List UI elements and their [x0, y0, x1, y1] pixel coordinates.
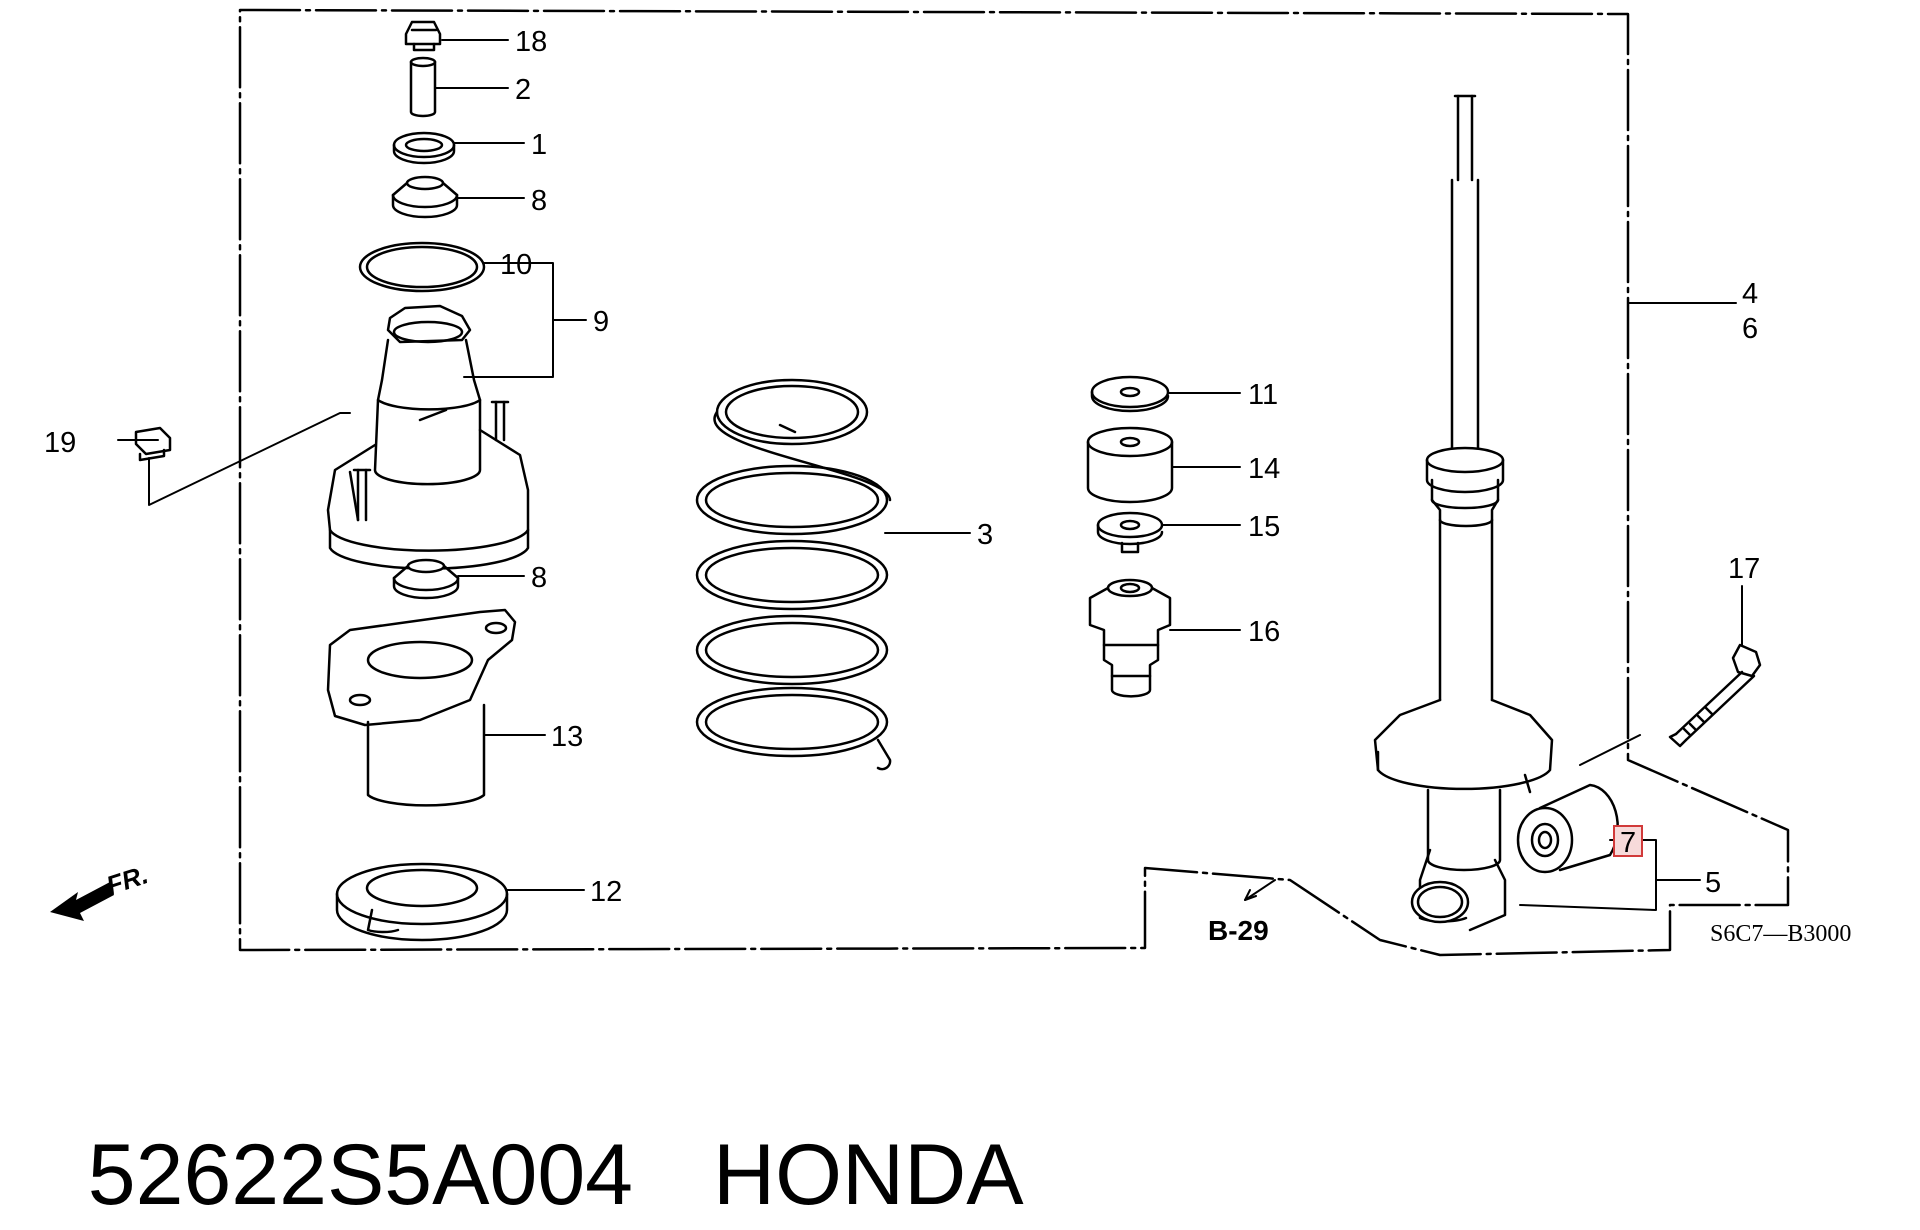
- section-link-b29[interactable]: B-29: [1208, 915, 1269, 946]
- bushing-8-lower: [392, 558, 460, 600]
- callout-16: 16: [1248, 616, 1280, 648]
- callout-5: 5: [1705, 867, 1721, 899]
- callout-19: 19: [44, 427, 76, 459]
- nut-18: [404, 20, 442, 52]
- bushing-5-7: [1516, 783, 1619, 874]
- spring-seat-13: [326, 608, 517, 807]
- upper-mount-9: [326, 304, 530, 570]
- leader-lines: [117, 39, 1743, 911]
- callout-4: 4: [1742, 278, 1758, 310]
- callout-9: 9: [593, 306, 609, 338]
- callout-1: 1: [531, 129, 547, 161]
- bump-stop-16: [1088, 578, 1172, 698]
- callout-6: 6: [1742, 313, 1758, 345]
- nut-19: [134, 426, 172, 462]
- callout-15: 15: [1248, 511, 1280, 543]
- callout-17: 17: [1728, 553, 1760, 585]
- callout-8-upper: 8: [531, 185, 547, 217]
- front-direction-label: FR.: [103, 859, 152, 900]
- brand-name: HONDA: [712, 1127, 1024, 1223]
- callout-13: 13: [551, 721, 583, 753]
- o-ring-10: [358, 241, 486, 293]
- washer-15: [1096, 511, 1164, 554]
- washer-1: [392, 131, 456, 165]
- diagram-reference-code: S6C7—B3000: [1710, 921, 1851, 947]
- bolt-17: [1668, 643, 1762, 748]
- callout-18: 18: [515, 26, 547, 58]
- collar-2: [409, 56, 437, 118]
- callout-12: 12: [590, 876, 622, 908]
- part-caption: 52622S5A004 HONDA: [40, 1010, 1024, 1223]
- callout-8-lower: 8: [531, 562, 547, 594]
- assembly-boundary: [238, 8, 1790, 957]
- front-direction-arrow: [50, 882, 114, 921]
- callout-2: 2: [515, 74, 531, 106]
- callout-11: 11: [1248, 379, 1278, 411]
- bushing-8-upper: [391, 175, 459, 219]
- shock-absorber-4-6: [1373, 94, 1554, 932]
- coil-spring-3: [695, 378, 892, 771]
- rubber-ring-12: [335, 862, 509, 942]
- callout-7: 7: [1620, 827, 1636, 859]
- parts-diagram: FR. 18 2 1 8 10 9 19 8 13 12 3 11 14 15 …: [44, 8, 1851, 957]
- cap-14: [1086, 426, 1174, 504]
- callout-3: 3: [977, 519, 993, 551]
- washer-11: [1090, 375, 1170, 413]
- part-number: 52622S5A004: [87, 1127, 633, 1223]
- callout-10: 10: [500, 249, 532, 281]
- callout-14: 14: [1248, 453, 1280, 485]
- callout-7-highlight: [1613, 825, 1643, 857]
